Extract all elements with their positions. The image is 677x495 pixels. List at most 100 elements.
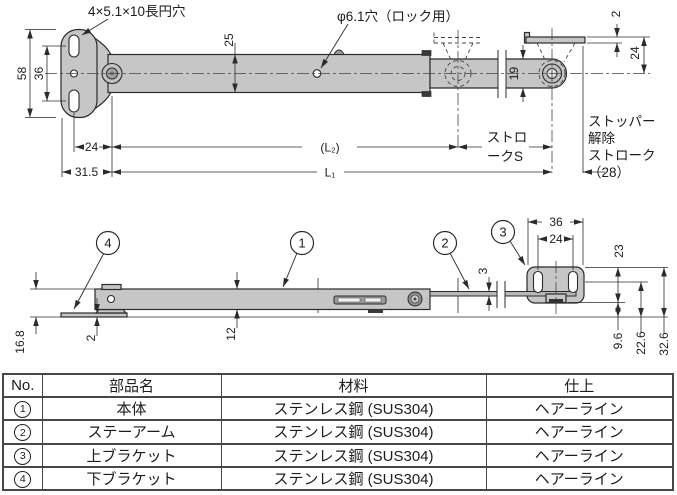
- stroke-label-line2: ークS: [487, 149, 523, 164]
- dim-36: 36: [32, 46, 50, 101]
- dim-36-bracket-text: 36: [549, 215, 563, 229]
- dim-L1-text: L₁: [325, 166, 336, 180]
- balloon-1: 1: [282, 230, 315, 288]
- part-material: ステンレス鋼 (SUS304): [220, 396, 487, 422]
- slider-window: [337, 297, 361, 303]
- dim-2-flange-text: 2: [609, 10, 623, 17]
- slider-window: [364, 297, 382, 303]
- part-name: ステーアーム: [41, 419, 222, 445]
- part-no: 1: [2, 396, 43, 422]
- dim-23: 23: [612, 244, 626, 303]
- body-top-tab: [101, 283, 122, 291]
- bottom-view: 4 1 2 3: [13, 215, 671, 356]
- parts-table: No. 部品名 材料 仕上 1 本体 ステンレス鋼 (SUS304) ヘアーライ…: [2, 372, 674, 492]
- dim-L2-text: (L₂): [320, 141, 339, 155]
- body-hole: [106, 294, 116, 304]
- part-no: 3: [2, 442, 43, 468]
- dim-2-plate-text: 2: [84, 334, 98, 341]
- dim-2-plate: 2: [84, 298, 100, 341]
- balloon-1-number: 1: [298, 236, 305, 251]
- dim-24-bracket: 24: [538, 232, 573, 246]
- parts-table-header-row: No. 部品名 材料 仕上: [2, 372, 674, 399]
- dim-36-bracket: 36: [528, 215, 583, 229]
- col-header-name: 部品名: [41, 372, 222, 399]
- dim-24-flange-text: 24: [628, 46, 642, 60]
- circled-number: 4: [14, 470, 32, 488]
- balloon-4-number: 4: [104, 236, 111, 251]
- end-stop-top: [421, 50, 432, 56]
- part-material: ステンレス鋼 (SUS304): [220, 465, 487, 492]
- dim-16-8: 16.8: [13, 272, 39, 354]
- circled-number: 3: [14, 447, 32, 465]
- dim-9-6: 9.6: [611, 302, 625, 349]
- torx-screw-center: [413, 297, 417, 301]
- stopper-label-line1: ストッパー: [588, 114, 656, 129]
- dim-36-text: 36: [32, 67, 46, 81]
- dim-stroke: ストロ ークS: [458, 130, 552, 164]
- lock-hole-callout: φ6.1穴（ロック用）: [320, 9, 459, 69]
- part-material: ステンレス鋼 (SUS304): [220, 419, 487, 445]
- oblong-hole-label: 4×5.1×10長円穴: [88, 4, 186, 19]
- dim-31-5-text: 31.5: [75, 165, 99, 179]
- dim-58-text: 58: [15, 67, 29, 81]
- dim-19-text: 19: [507, 67, 521, 81]
- circled-number: 1: [14, 401, 32, 419]
- stopper-label-line4: （28）: [588, 165, 630, 180]
- stopper-label-line2: 解除: [588, 131, 616, 146]
- lower-bracket-plate: [60, 312, 128, 318]
- body-under-tab: [368, 309, 383, 313]
- col-header-no: No.: [2, 372, 43, 399]
- break-gap: [498, 50, 506, 98]
- dim-16-8-text: 16.8: [13, 330, 27, 354]
- dim-9-6-text: 9.6: [611, 332, 625, 349]
- part-name: 上ブラケット: [41, 442, 222, 468]
- lock-hole-label: φ6.1穴（ロック用）: [337, 9, 459, 24]
- part-finish: ヘアーライン: [485, 396, 674, 422]
- bracket-latch-strip: [549, 299, 563, 303]
- dim-3-text: 3: [476, 267, 490, 274]
- oblong-hole-bottom: [68, 89, 80, 113]
- part-finish: ヘアーライン: [485, 419, 674, 445]
- dim-58: 58: [15, 29, 33, 118]
- dim-23-text: 23: [612, 244, 626, 258]
- table-row: 2 ステーアーム ステンレス鋼 (SUS304) ヘアーライン: [2, 419, 674, 445]
- dim-19: 19: [507, 45, 526, 102]
- balloon-4: 4: [73, 230, 121, 310]
- dim-2-flange: 2: [609, 10, 623, 57]
- dim-24-flange: 24: [628, 37, 647, 74]
- dim-32-6: 32.6: [657, 267, 671, 356]
- dim-22-6: 22.6: [634, 282, 648, 355]
- table-row: 3 上ブラケット ステンレス鋼 (SUS304) ヘアーライン: [2, 442, 674, 468]
- table-row: 1 本体 ステンレス鋼 (SUS304) ヘアーライン: [2, 396, 674, 422]
- dim-24-pivot: 24: [75, 140, 112, 154]
- circled-number: 2: [14, 424, 32, 442]
- dim-12-text: 12: [224, 327, 238, 341]
- dim-L2: (L₂): [112, 141, 458, 155]
- dim-25-text: 25: [222, 33, 236, 47]
- bracket-oblong-hole-right: [567, 270, 579, 294]
- dim-3: 3: [476, 267, 492, 311]
- top-view-extension-lines: [25, 29, 650, 177]
- dim-32-6-text: 32.6: [657, 332, 671, 356]
- balloon-3: 3: [490, 219, 526, 266]
- part-material: ステンレス鋼 (SUS304): [220, 442, 487, 468]
- dim-12: 12: [224, 272, 240, 341]
- stopper-label-line3: ストローク: [588, 148, 656, 163]
- dim-24-pivot-text: 24: [85, 140, 99, 154]
- balloon-3-number: 3: [499, 225, 506, 240]
- break-gap: [497, 281, 505, 308]
- top-view: 58 36 25 19 2 24 24: [15, 4, 656, 180]
- table-row: 4 下ブラケット ステンレス鋼 (SUS304) ヘアーライン: [2, 465, 674, 492]
- oblong-hole-top: [68, 34, 80, 58]
- dim-25: 25: [222, 33, 238, 93]
- dim-31-5: 31.5: [62, 165, 112, 179]
- col-header-finish: 仕上: [485, 372, 674, 399]
- part-no: 4: [2, 465, 43, 492]
- part-name: 本体: [41, 396, 222, 422]
- balloon-2: 2: [432, 230, 470, 290]
- dim-24-bracket-text: 24: [549, 232, 563, 246]
- dim-22-6-text: 22.6: [634, 331, 648, 355]
- stroke-label-line1: ストロ: [487, 130, 528, 145]
